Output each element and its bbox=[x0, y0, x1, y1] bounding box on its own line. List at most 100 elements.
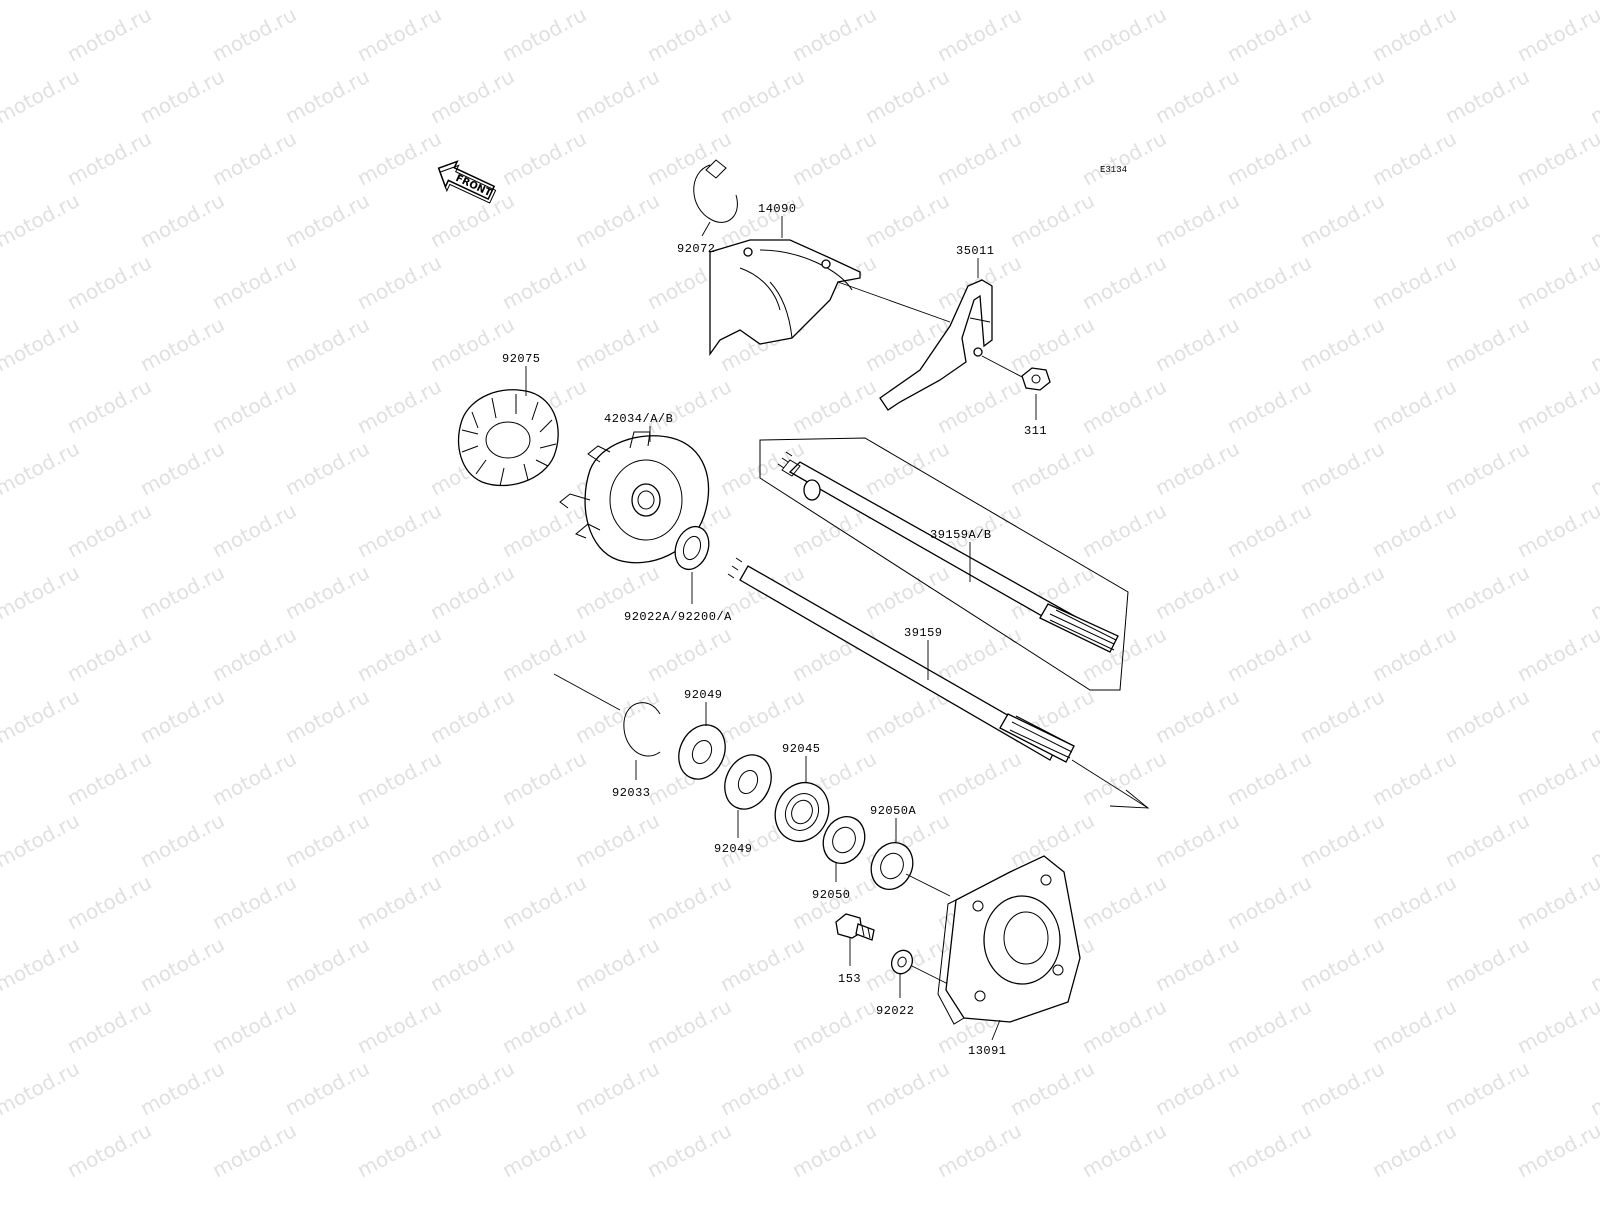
watermark-text: motod.ru bbox=[1296, 560, 1388, 624]
part-washer-92022a[interactable] bbox=[669, 522, 714, 574]
part-seal-92050[interactable] bbox=[816, 810, 873, 870]
watermark-text: motod.ru bbox=[426, 64, 518, 128]
watermark-text: motod.ru bbox=[281, 684, 373, 748]
watermark-text: motod.ru bbox=[933, 746, 1025, 810]
watermark-text: motod.ru bbox=[136, 312, 228, 376]
watermark-text: motod.ru bbox=[1368, 1118, 1460, 1182]
watermark-text: motod.ru bbox=[1368, 250, 1460, 314]
watermark-text: motod.ru bbox=[1586, 808, 1600, 872]
label-92050[interactable]: 92050 bbox=[812, 888, 851, 902]
watermark-text: motod.ru bbox=[933, 622, 1025, 686]
watermark-text: motod.ru bbox=[426, 0, 518, 4]
watermark-text: motod.ru bbox=[281, 1056, 373, 1120]
part-shaft-39159[interactable] bbox=[553, 557, 1150, 809]
label-13091[interactable]: 13091 bbox=[968, 1044, 1007, 1058]
watermark-text: motod.ru bbox=[498, 870, 590, 934]
watermark-text: motod.ru bbox=[1586, 1056, 1600, 1120]
watermark-text: motod.ru bbox=[63, 622, 155, 686]
watermark-text: motod.ru bbox=[353, 746, 445, 810]
watermark-text: motod.ru bbox=[1296, 312, 1388, 376]
label-92045[interactable]: 92045 bbox=[782, 742, 821, 756]
watermark-text: motod.ru bbox=[63, 870, 155, 934]
label-92022[interactable]: 92022 bbox=[876, 1004, 915, 1018]
watermark-text: motod.ru bbox=[1368, 622, 1460, 686]
label-39159ab[interactable]: 39159A/B bbox=[930, 528, 992, 542]
watermark-text: motod.ru bbox=[716, 64, 808, 128]
watermark-text: motod.ru bbox=[1441, 1056, 1533, 1120]
part-bearing-92045[interactable] bbox=[766, 774, 838, 850]
label-92050a[interactable]: 92050A bbox=[870, 804, 917, 818]
watermark-text: motod.ru bbox=[643, 126, 735, 190]
watermark-text: motod.ru bbox=[1513, 746, 1600, 810]
label-153[interactable]: 153 bbox=[838, 972, 861, 986]
part-box-39159ab[interactable] bbox=[759, 437, 1129, 691]
watermark-text: motod.ru bbox=[136, 932, 228, 996]
label-92049-b[interactable]: 92049 bbox=[714, 842, 753, 856]
watermark-text: motod.ru bbox=[1296, 64, 1388, 128]
label-35011[interactable]: 35011 bbox=[956, 244, 995, 258]
part-clip-92072[interactable] bbox=[693, 159, 738, 223]
watermark-text: motod.ru bbox=[788, 1118, 880, 1182]
watermark-text: motod.ru bbox=[571, 684, 663, 748]
watermark-text: motod.ru bbox=[716, 0, 808, 4]
part-coupling-42034[interactable] bbox=[559, 431, 710, 564]
watermark-text: motod.ru bbox=[1513, 622, 1600, 686]
watermark-text: motod.ru bbox=[1078, 1118, 1170, 1182]
watermark-text: motod.ru bbox=[1586, 312, 1600, 376]
watermark-text: motod.ru bbox=[498, 126, 590, 190]
part-seal-92050a[interactable] bbox=[864, 836, 951, 897]
label-92075[interactable]: 92075 bbox=[502, 352, 541, 366]
watermark-text: motod.ru bbox=[1223, 746, 1315, 810]
label-92022a[interactable]: 92022A/92200/A bbox=[624, 610, 732, 624]
watermark-text: motod.ru bbox=[1513, 994, 1600, 1058]
watermark-text: motod.ru bbox=[426, 312, 518, 376]
part-spacer-92049-a[interactable] bbox=[670, 717, 734, 786]
watermark-text: motod.ru bbox=[353, 250, 445, 314]
watermark-text: motod.ru bbox=[1078, 994, 1170, 1058]
watermark-text: motod.ru bbox=[208, 994, 300, 1058]
watermark-text: motod.ru bbox=[63, 126, 155, 190]
watermark-text: motod.ru bbox=[208, 870, 300, 934]
watermark-text: motod.ru bbox=[353, 498, 445, 562]
watermark-text: motod.ru bbox=[1078, 870, 1170, 934]
watermark-text: motod.ru bbox=[1368, 374, 1460, 438]
part-spacer-92049-b[interactable] bbox=[716, 747, 780, 816]
watermark-text: motod.ru bbox=[1223, 250, 1315, 314]
watermark-text: motod.ru bbox=[281, 560, 373, 624]
part-circlip-92033[interactable] bbox=[623, 702, 661, 757]
watermark-text: motod.ru bbox=[1441, 188, 1533, 252]
label-92072[interactable]: 92072 bbox=[677, 242, 716, 256]
label-92033[interactable]: 92033 bbox=[612, 786, 651, 800]
watermark-text: motod.ru bbox=[1078, 498, 1170, 562]
part-damper-92075[interactable] bbox=[458, 389, 559, 487]
watermark-text: motod.ru bbox=[1296, 436, 1388, 500]
watermark-text: motod.ru bbox=[353, 2, 445, 66]
watermark-text: motod.ru bbox=[281, 932, 373, 996]
part-bolt-153[interactable] bbox=[835, 913, 875, 941]
watermark-text: motod.ru bbox=[498, 994, 590, 1058]
label-311[interactable]: 311 bbox=[1024, 424, 1047, 438]
watermark-text: motod.ru bbox=[208, 374, 300, 438]
part-cover-14090[interactable] bbox=[709, 239, 951, 357]
watermark-text: motod.ru bbox=[208, 498, 300, 562]
watermark-text: motod.ru bbox=[933, 1118, 1025, 1182]
watermark-text: motod.ru bbox=[933, 374, 1025, 438]
watermark-text: motod.ru bbox=[0, 1056, 83, 1120]
watermark-text: motod.ru bbox=[643, 870, 735, 934]
part-nut-311[interactable] bbox=[1021, 367, 1051, 391]
label-92049-a[interactable]: 92049 bbox=[684, 688, 723, 702]
watermark-text: motod.ru bbox=[788, 994, 880, 1058]
label-42034[interactable]: 42034/A/B bbox=[604, 412, 673, 426]
part-bracket-35011[interactable] bbox=[879, 279, 1025, 411]
label-14090[interactable]: 14090 bbox=[758, 202, 797, 216]
watermark-text: motod.ru bbox=[1586, 64, 1600, 128]
part-labels: 92072 14090 35011 92075 311 42034/A/B 39… bbox=[502, 202, 1047, 1058]
watermark-text: motod.ru bbox=[1078, 250, 1170, 314]
watermark-text: motod.ru bbox=[353, 870, 445, 934]
label-39159[interactable]: 39159 bbox=[904, 626, 943, 640]
watermark-text: motod.ru bbox=[208, 622, 300, 686]
watermark-text: motod.ru bbox=[1078, 374, 1170, 438]
part-housing-13091[interactable] bbox=[937, 855, 1081, 1025]
watermark-text: motod.ru bbox=[281, 312, 373, 376]
